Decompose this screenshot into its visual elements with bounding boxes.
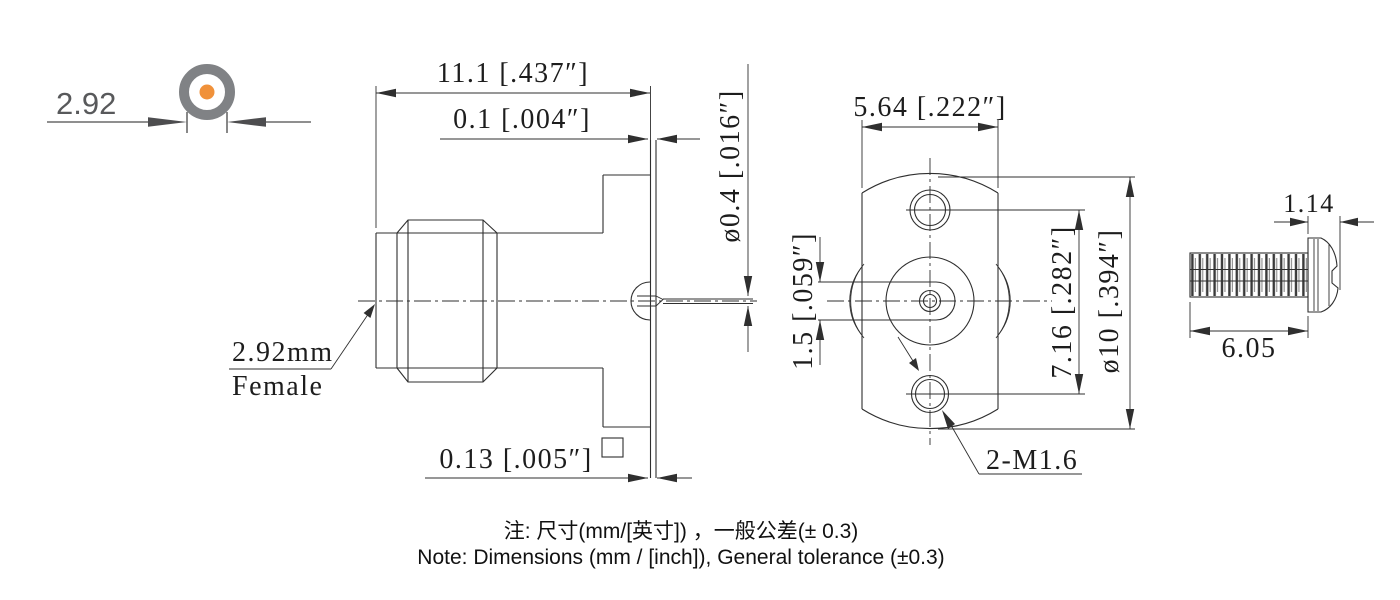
dim-flange-diameter-text: ø10 [.394″] — [1094, 229, 1125, 374]
dim-slot-height: 1.5 [.059″] — [788, 232, 825, 370]
note-line-zh: 注: 尺寸(mm/[英寸]) ，一般公差(± 0.3) — [504, 520, 859, 543]
dim-slot-height-text: 1.5 [.059″] — [788, 232, 819, 370]
mounting-hole-bottom — [906, 374, 1085, 414]
dim-plate-thickness: 0.13 [.005″] — [425, 444, 692, 483]
coax-dimension-lines — [47, 112, 311, 133]
thread-callout: 2-M1.6 — [897, 336, 1082, 476]
screw-thread-shaft — [1189, 252, 1309, 298]
notes: 注: 尺寸(mm/[英寸]) ，一般公差(± 0.3) Note: Dimens… — [417, 520, 944, 569]
dim-head-thickness-text: 1.14 — [1283, 189, 1335, 218]
dim-protrusion: 0.1 [.004″] — [440, 104, 700, 144]
coax-center-pin-icon — [199, 84, 215, 100]
connector-label-line2: Female — [232, 371, 323, 402]
mounting-hole-top — [906, 189, 1085, 231]
dim-overall-length-text: 11.1 [.437″] — [437, 58, 589, 89]
arrow-right-icon — [148, 117, 187, 127]
thread-callout-text: 2-M1.6 — [986, 445, 1078, 476]
dim-protrusion-text: 0.1 [.004″] — [453, 104, 591, 135]
front-view: 5.64 [.222″] 1.5 [.059″] 7.16 [.282″] ø1… — [788, 92, 1135, 476]
coax-size-label: 2.92 — [56, 86, 116, 121]
dim-pin-diameter-text: ø0.4 [.016″] — [715, 89, 746, 242]
dim-overall-length: 11.1 [.437″] — [375, 58, 651, 228]
leader-arrow-icon — [909, 358, 919, 371]
dim-thread-length: 6.05 — [1189, 302, 1309, 364]
side-view: 11.1 [.437″] 0.1 [.004″] ø0.4 [.016″] 0.… — [229, 58, 757, 483]
dim-hole-spacing: 7.16 [.282″] — [1047, 210, 1084, 394]
dim-hole-spacing-text: 7.16 [.282″] — [1047, 225, 1078, 378]
note-line-en: Note: Dimensions (mm / [inch]), General … — [417, 546, 944, 569]
dim-thread-length-text: 6.05 — [1222, 333, 1277, 364]
body-key-tab — [601, 437, 624, 458]
screw-pan-head — [1307, 237, 1339, 313]
side-view-body-outline — [358, 140, 757, 478]
dim-head-thickness: 1.14 — [1274, 189, 1374, 290]
arrow-left-icon — [227, 117, 266, 127]
dim-plate-thickness-text: 0.13 [.005″] — [439, 444, 592, 475]
dim-pin-diameter: ø0.4 [.016″] — [715, 64, 753, 352]
dim-flange-width-text: 5.64 [.222″] — [853, 92, 1006, 123]
coax-annotation: 2.92 — [47, 64, 311, 133]
leader-arrow-icon — [942, 410, 955, 429]
screw-view: 1.14 6.05 — [1189, 189, 1374, 364]
dim-flange-width: 5.64 [.222″] — [853, 92, 1006, 188]
connector-label-line1: 2.92mm — [232, 337, 334, 368]
connector-type-label: 2.92mm Female — [229, 304, 375, 402]
leader-arrow-icon — [363, 304, 375, 318]
dim-flange-diameter: ø10 [.394″] — [938, 176, 1135, 430]
